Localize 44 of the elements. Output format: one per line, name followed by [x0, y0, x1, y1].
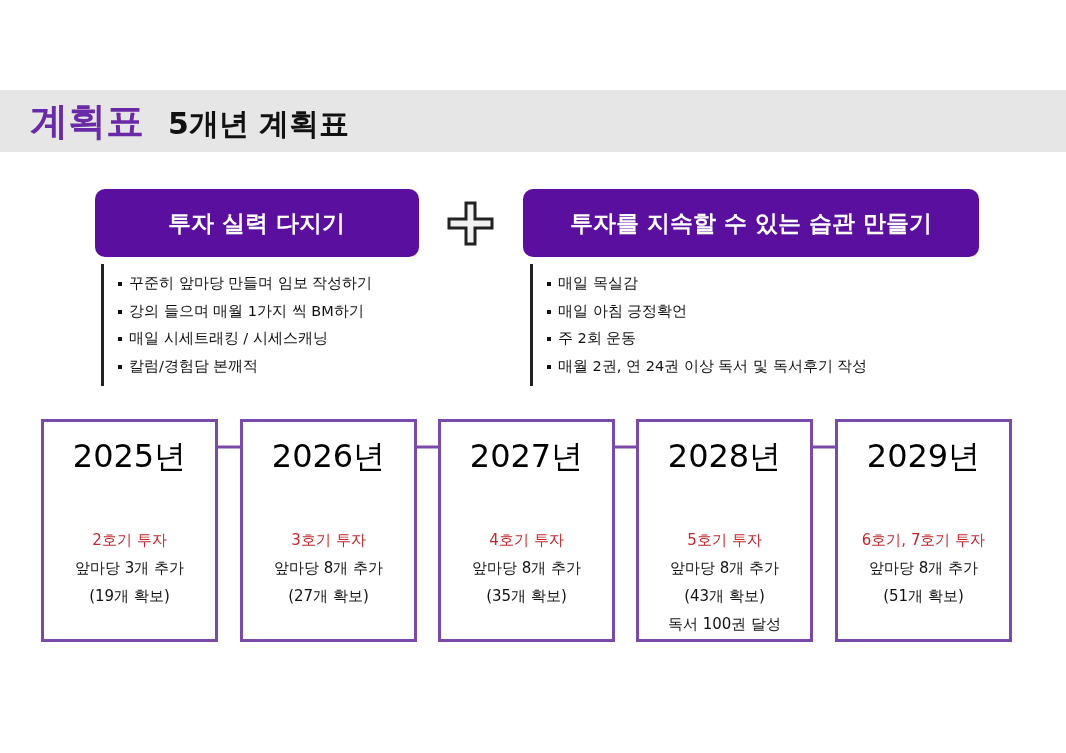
year-heading: 2028년	[667, 436, 782, 476]
investment-goal: 3호기 투자	[291, 530, 366, 551]
bullet-item: 매일 아침 긍정확언	[547, 297, 868, 325]
year-card	[240, 419, 417, 642]
investment-goal: 6호기, 7호기 투자	[861, 530, 986, 551]
plan-text: 앞마당 3개 추가	[74, 558, 185, 579]
plan-text: (35개 확보)	[486, 586, 567, 607]
bullet-item: 칼럼/경험담 본깨적	[118, 352, 373, 380]
plan-text: 앞마당 8개 추가	[868, 558, 979, 579]
connector-line	[417, 445, 438, 449]
connector-line	[813, 445, 835, 449]
year-card	[41, 419, 218, 642]
plan-text: 앞마당 8개 추가	[471, 558, 582, 579]
year-heading: 2027년	[469, 436, 584, 476]
investment-goal: 4호기 투자	[489, 530, 564, 551]
bullet-item: 매일 시세트래킹 / 시세스캐닝	[118, 325, 373, 353]
connector-line	[615, 445, 636, 449]
year-heading: 2025년	[72, 436, 187, 476]
bullet-item: 강의 들으며 매월 1가지 씩 BM하기	[118, 297, 373, 325]
year-card	[636, 419, 813, 642]
year-card	[438, 419, 615, 642]
bullet-item: 매월 2권, 연 24권 이상 독서 및 독서후기 작성	[547, 352, 868, 380]
year-heading: 2029년	[866, 436, 981, 476]
bullet-item: 매일 목실감	[547, 270, 868, 298]
plan-text: (19개 확보)	[89, 586, 170, 607]
plan-text: 독서 100권 달성	[667, 614, 782, 635]
header-pill	[95, 189, 419, 257]
investment-goal: 2호기 투자	[92, 530, 167, 551]
plan-text: (43개 확보)	[684, 586, 765, 607]
bullet-item: 꾸준히 앞마당 만들며 임보 작성하기	[118, 270, 373, 298]
bullet-item: 주 2회 운동	[547, 325, 868, 353]
plan-text: 앞마당 8개 추가	[273, 558, 384, 579]
plan-text: (27개 확보)	[288, 586, 369, 607]
plan-text: (51개 확보)	[883, 586, 964, 607]
year-card	[835, 419, 1012, 642]
pill-heading: 투자 실력 다지기	[168, 208, 346, 238]
subtitle: 5개년 계획표	[168, 105, 350, 143]
title: 계획표	[30, 98, 144, 145]
year-heading: 2026년	[271, 436, 386, 476]
plan-text: 앞마당 8개 추가	[669, 558, 780, 579]
investment-goal: 5호기 투자	[687, 530, 762, 551]
pill-heading: 투자를 지속할 수 있는 습관 만들기	[569, 208, 932, 238]
connector-line	[218, 445, 240, 449]
header-pill	[523, 189, 979, 257]
